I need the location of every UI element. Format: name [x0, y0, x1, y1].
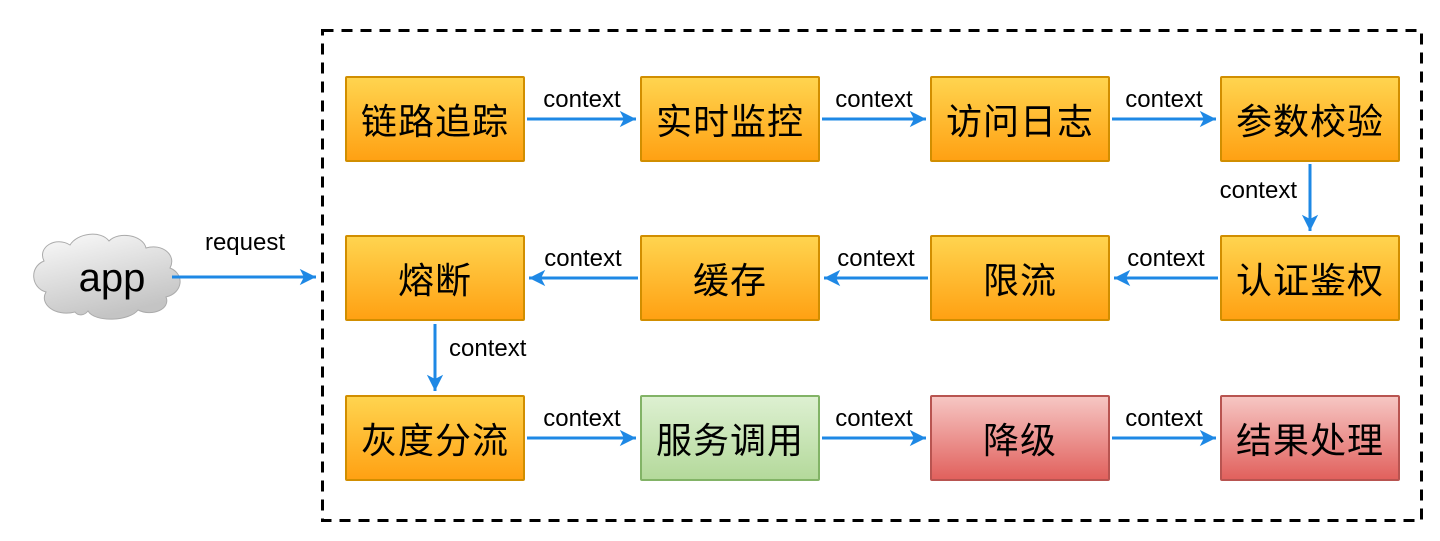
pipeline-container-border — [321, 29, 1423, 522]
node-label: 实时监控 — [655, 101, 804, 142]
cloud-icon — [33, 233, 181, 320]
node-label: 缓存 — [692, 260, 767, 301]
node-access-log: 访问日志 — [930, 76, 1110, 162]
node-label: 结果处理 — [1235, 420, 1384, 461]
node-label: 灰度分流 — [360, 420, 509, 461]
edge-label-context: context — [835, 405, 913, 432]
node-label: 熔断 — [397, 260, 472, 301]
node-service-invoke: 服务调用 — [640, 395, 820, 481]
app-cloud-label: app — [78, 255, 146, 300]
node-realtime-monitor: 实时监控 — [640, 76, 820, 162]
edge-label-context: context — [449, 335, 527, 362]
edge-label-context: context — [835, 86, 913, 113]
edge-label-request: request — [204, 229, 286, 256]
node-auth: 认证鉴权 — [1220, 235, 1400, 321]
edge-label-context: context — [1125, 86, 1203, 113]
node-rate-limit: 限流 — [930, 235, 1110, 321]
node-cache: 缓存 — [640, 235, 820, 321]
node-label: 限流 — [982, 260, 1057, 301]
node-label: 服务调用 — [655, 420, 804, 461]
node-degrade: 降级 — [930, 395, 1110, 481]
node-link-tracing: 链路追踪 — [345, 76, 525, 162]
edge-label-context: context — [1127, 245, 1205, 272]
node-result-handle: 结果处理 — [1220, 395, 1400, 481]
node-label: 降级 — [982, 420, 1057, 461]
edge-label-context: context — [543, 405, 621, 432]
edge-label-context: context — [1219, 177, 1297, 204]
edge-label-context: context — [543, 86, 621, 113]
node-circuit-breaker: 熔断 — [345, 235, 525, 321]
node-label: 链路追踪 — [360, 101, 509, 142]
edge-label-context: context — [544, 245, 622, 272]
node-label: 访问日志 — [945, 101, 1094, 142]
node-label: 参数校验 — [1235, 101, 1384, 142]
edge-label-context: context — [837, 245, 915, 272]
node-gray-split: 灰度分流 — [345, 395, 525, 481]
node-param-check: 参数校验 — [1220, 76, 1400, 162]
edge-label-context: context — [1125, 405, 1203, 432]
node-label: 认证鉴权 — [1235, 260, 1384, 301]
